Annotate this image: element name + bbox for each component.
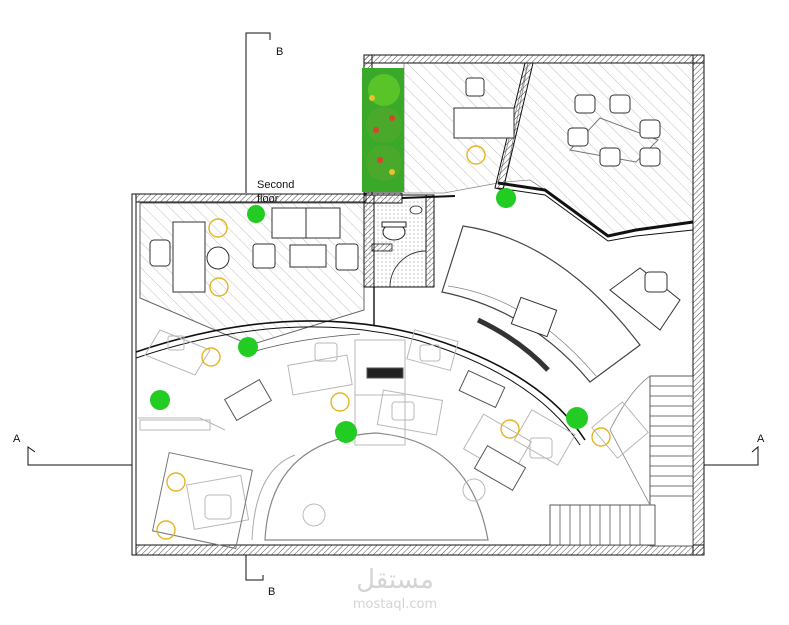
- section-label-b-top: B: [276, 46, 283, 58]
- section-marker-a-left: [27, 446, 132, 466]
- section-label-b-bottom: B: [268, 586, 275, 598]
- plants: [150, 188, 588, 443]
- floor-label-line1: Second: [257, 179, 294, 191]
- floor-label-line2: floor: [257, 193, 279, 205]
- workstations: [138, 329, 649, 550]
- round-tables: [223, 367, 527, 491]
- tree-column: [362, 68, 404, 192]
- section-label-a-right: A: [757, 433, 765, 445]
- meeting-dome: [251, 432, 489, 541]
- washroom: [363, 192, 435, 325]
- section-marker-b-top: [245, 32, 271, 193]
- section-marker-a-right: [704, 445, 759, 466]
- section-label-a-left: A: [13, 433, 21, 445]
- watermark-arabic: مستقل: [356, 565, 434, 595]
- section-marker-b-bottom: [245, 555, 264, 581]
- stairs-right: [549, 375, 694, 547]
- office-furniture: [149, 77, 681, 331]
- watermark-latin: mostaql.com: [353, 597, 437, 612]
- reception-counter: [441, 225, 641, 383]
- yellow-chairs: [156, 145, 611, 540]
